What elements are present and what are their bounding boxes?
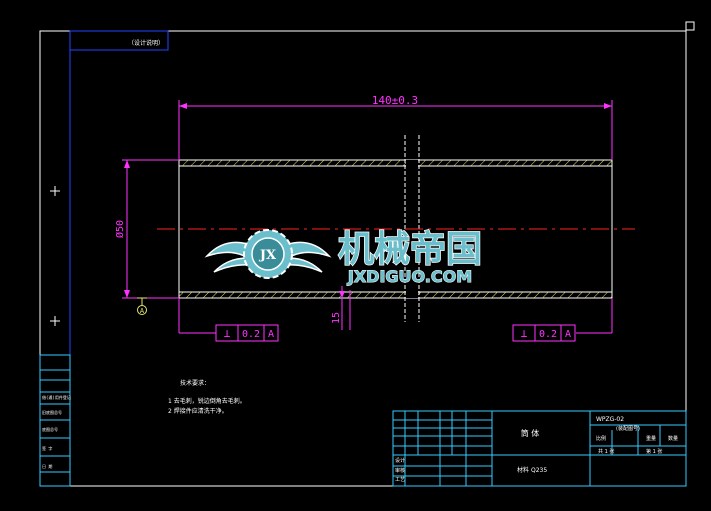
part-name: 筒 体 (521, 428, 540, 438)
watermark-subtitle: JXDIGUO.COM (347, 267, 472, 286)
left-column-label: 旧底图总号 (42, 409, 62, 415)
watermark-title: 机械帝国 (338, 229, 482, 270)
length-dimension-text: 140±0.3 (372, 94, 418, 107)
drawing-number: WPZG-02 (596, 416, 624, 423)
datum-label: A (140, 307, 145, 315)
gdt-datum: A (565, 329, 571, 340)
qty-label: 数量 (668, 435, 678, 442)
gdt-leaders (178, 298, 613, 334)
left-column-label: 借(通)用件登记 (42, 394, 71, 400)
top-label-text: （设计说明） (128, 39, 164, 47)
page-label: 第 1 张 (646, 448, 662, 455)
sheet-label: 共 1 张 (598, 448, 614, 455)
material-prefix: 材料 (517, 466, 529, 474)
corner-mark (685, 21, 695, 31)
diameter-dimension (122, 159, 179, 299)
material: Q235 (531, 467, 547, 474)
gdt-datum: A (268, 329, 274, 340)
signature-label: 设计 (395, 457, 405, 464)
crosshair-marks (50, 186, 60, 326)
weight-label: 重量 (646, 435, 656, 442)
length-dimension (178, 100, 613, 160)
tech-notes-heading: 技术要求： (180, 379, 210, 387)
left-column-label: 签 字 (42, 445, 52, 451)
tech-note-item: 2 焊接件应清洗干净。 (168, 407, 228, 415)
tube-part (178, 159, 613, 299)
top-label-box (69, 30, 169, 51)
tech-note-item: 1 去毛刺，锐边倒角去毛刺。 (168, 397, 246, 405)
offset-dimension (339, 286, 351, 330)
diameter-dimension-text: Ø50 (114, 220, 126, 238)
gdt-frame: ⊥ 0.2 A (512, 324, 576, 342)
sheet-border (39, 30, 687, 487)
drawing-number-sub: (装配图号) (616, 425, 640, 432)
left-column-table (39, 354, 71, 487)
gdt-symbol: ⊥ (521, 327, 528, 340)
watermark-badge: JX (259, 248, 277, 263)
datum-symbol (137, 297, 147, 315)
offset-dimension-text: 15 (331, 312, 342, 324)
signature-label: 审核 (395, 467, 405, 474)
scale-label: 比例 (596, 435, 606, 442)
gdt-tolerance: 0.2 (242, 329, 260, 340)
gdt-tolerance: 0.2 (539, 329, 557, 340)
left-column-label: 底图总号 (42, 426, 58, 432)
gdt-frame: ⊥ 0.2 A (215, 324, 279, 342)
left-column-label: 日 期 (42, 463, 52, 469)
title-block (392, 410, 687, 487)
gdt-symbol: ⊥ (224, 327, 231, 340)
signature-label: 工艺 (395, 477, 405, 483)
watermark-logo: JX (204, 229, 332, 279)
